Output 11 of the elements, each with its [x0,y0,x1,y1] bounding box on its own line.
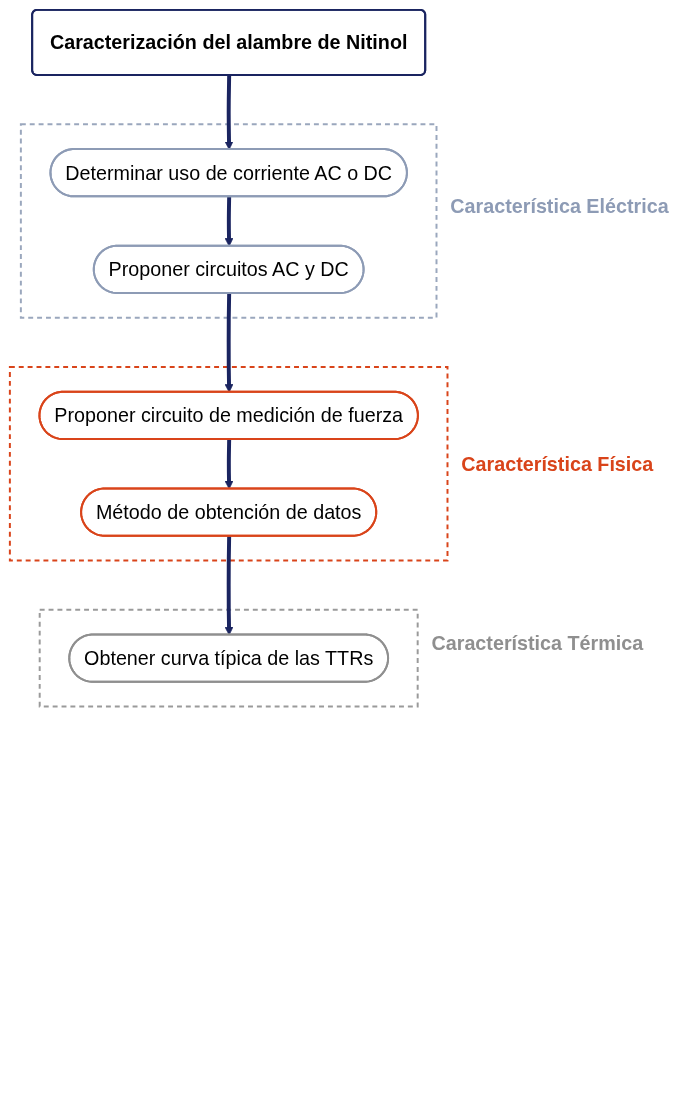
arrow [224,75,234,150]
node-label: Característica Eléctrica [450,195,669,218]
cluster [8,366,449,562]
cluster [38,608,419,708]
node-label: Característica Térmica [431,632,644,655]
node-label: Característica Física [461,452,654,475]
arrow [224,536,234,636]
arrow [224,293,234,393]
arrow [224,439,234,490]
cluster [19,123,438,319]
arrow [224,196,234,247]
